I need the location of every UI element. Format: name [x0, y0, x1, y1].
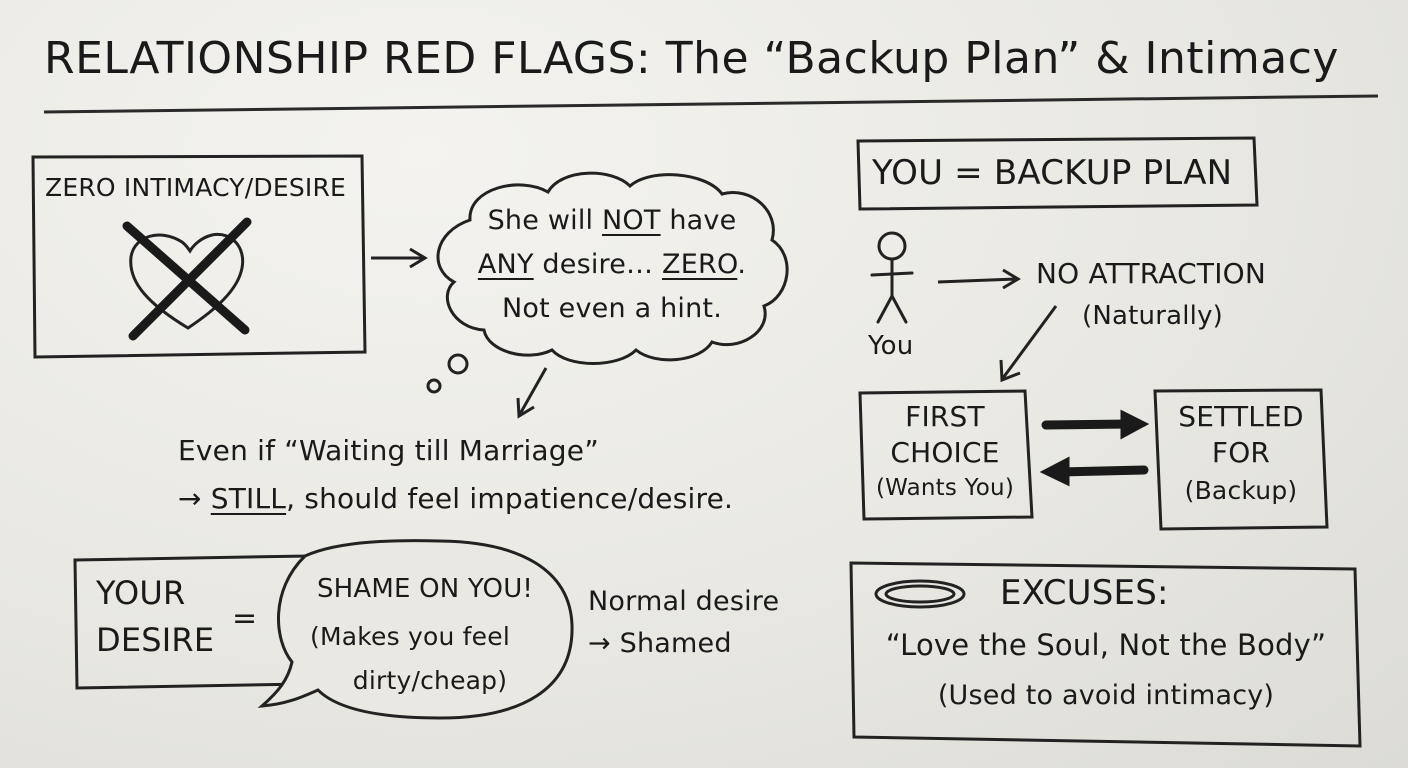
thick-arrow-left-head: [1039, 456, 1070, 487]
stick-figure-label: You: [868, 331, 914, 361]
shame-line-1: SHAME ON YOU!: [316, 574, 534, 604]
settled-for-line-1: SETTLED: [1178, 400, 1304, 433]
arrow-to-waiting: [516, 367, 548, 419]
waiting-line-1: Even if “Waiting till Marriage”: [178, 434, 599, 467]
stick-figure-icon: [870, 231, 914, 324]
no-attraction-line-2: (Naturally): [1082, 301, 1223, 331]
arrow-to-no-attraction: [937, 268, 1021, 290]
waiting-line-2: → STILL, should feel impatience/desire.: [178, 482, 734, 515]
thought-line-2-mid: desire…: [533, 249, 663, 280]
zero-intimacy-box: [31, 154, 367, 359]
excuses-heading: EXCUSES:: [1000, 573, 1169, 613]
thought-not-emphasis: NOT: [602, 205, 661, 236]
your-desire-line-1: YOUR: [96, 574, 186, 612]
thought-cloud: [436, 171, 789, 365]
thought-line-1: She will NOT have: [462, 205, 762, 236]
thought-line-1-post: have: [660, 205, 737, 236]
no-attraction-line-1: NO ATTRACTION: [1036, 257, 1267, 290]
waiting-line-2-post: , should feel impatience/desire.: [286, 482, 734, 515]
settled-for-box: [1153, 388, 1329, 531]
backup-plan-label: YOU = BACKUP PLAN: [872, 153, 1233, 193]
arrow-to-thought: [371, 247, 428, 269]
shame-speech-bubble: [257, 539, 574, 720]
thick-arrow-right: [1041, 419, 1135, 430]
title-underline: [43, 94, 1379, 114]
arrow-to-first-choice: [999, 305, 1058, 383]
thought-zero-emphasis: ZERO: [662, 249, 738, 280]
first-choice-line-2: CHOICE: [890, 436, 1000, 469]
x-stroke-2: [128, 217, 252, 341]
excuses-box: [849, 561, 1362, 748]
normal-desire-line-2: → Shamed: [588, 628, 732, 659]
settled-for-line-3: (Backup): [1184, 476, 1298, 505]
first-choice-box: [858, 389, 1034, 521]
excuses-quote: “Love the Soul, Not the Body”: [885, 628, 1327, 662]
equals-sign: =: [232, 601, 258, 636]
thought-line-2: ANY desire… ZERO.: [462, 249, 762, 280]
settled-for-line-2: FOR: [1211, 436, 1271, 469]
thick-arrow-right-head: [1120, 409, 1150, 440]
backup-plan-box: [856, 136, 1259, 211]
thought-line-1-pre: She will: [487, 205, 603, 236]
excuses-note: (Used to avoid intimacy): [937, 680, 1275, 711]
waiting-arrow: →: [178, 482, 211, 515]
first-choice-line-1: FIRST: [905, 400, 985, 433]
thick-arrow-left: [1055, 465, 1149, 477]
shame-line-2: (Makes you feel: [310, 622, 510, 651]
zero-intimacy-label: ZERO INTIMACY/DESIRE: [45, 173, 347, 202]
heart-shape: [129, 232, 245, 330]
thought-any-emphasis: ANY: [477, 249, 534, 280]
shame-line-3: dirty/cheap): [352, 666, 508, 695]
first-choice-line-3: (Wants You): [875, 475, 1015, 501]
halo-icon: [874, 579, 966, 609]
normal-desire-line-1: Normal desire: [588, 586, 780, 617]
thought-line-3: Not even a hint.: [501, 293, 722, 324]
waiting-still-emphasis: STILL: [210, 482, 287, 515]
thought-dot-large: [447, 353, 469, 375]
thought-dot-small: [426, 378, 442, 394]
your-desire-line-2: DESIRE: [96, 621, 215, 659]
page-title: RELATIONSHIP RED FLAGS: The “Backup Plan…: [44, 33, 1339, 84]
thought-line-2-post: .: [737, 249, 747, 280]
